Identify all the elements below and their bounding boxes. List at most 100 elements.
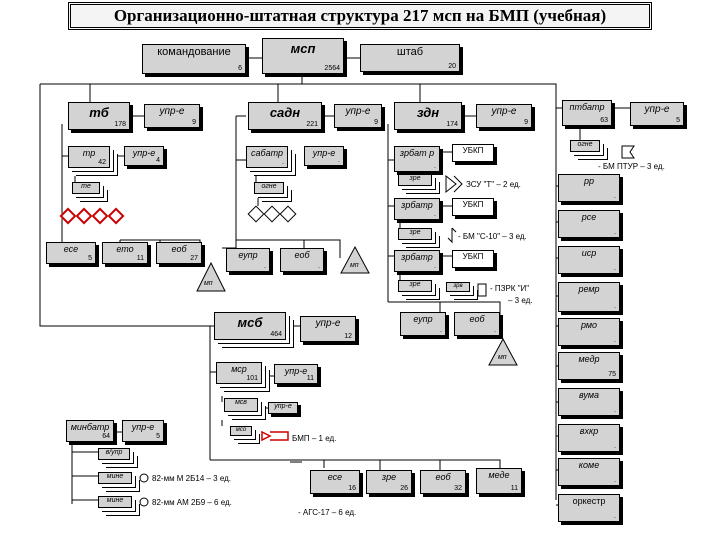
right-unit-remr[interactable]: ремр . [558, 282, 620, 312]
tb-upr-box[interactable]: упр-е 9 [144, 104, 200, 128]
zre-1-box[interactable]: зре [398, 174, 432, 186]
right-unit-rse[interactable]: рсе . [558, 210, 620, 238]
msb-eob-box[interactable]: еоб 32 [420, 470, 466, 494]
page-title: Организационно-штатная структура 217 мсп… [68, 2, 652, 30]
anti-tank-battery-box[interactable]: птбатр 63 [562, 100, 612, 126]
tank-platoon-box[interactable]: те [72, 182, 100, 194]
msr-upr-box[interactable]: упр-е 11 [274, 364, 318, 384]
tr-upr-label: упр-е [132, 148, 156, 158]
medr-label: медр [578, 354, 600, 364]
msb-zre-box[interactable]: зре 26 [366, 470, 412, 494]
tb-eto-box[interactable]: ето 11 [102, 242, 148, 264]
regiment-box[interactable]: мсп 2564 [262, 38, 344, 74]
ptbatr-fire-platoon-box[interactable]: огне [570, 140, 600, 152]
right-unit-rmo[interactable]: рмо . [558, 318, 620, 346]
msr-count: 101 [246, 375, 258, 382]
artillery-battalion-box[interactable]: садн 221 [248, 102, 322, 130]
mortar-platoon-2-box[interactable]: мине [98, 496, 132, 508]
zre-2-box[interactable]: зре [398, 228, 432, 240]
right-unit-vhkr[interactable]: вхкр . [558, 424, 620, 452]
zrbatr-3-box[interactable]: зрбатр . [394, 250, 440, 272]
zrbatr-2-box[interactable]: зрбатр . [394, 198, 440, 220]
msb-mede-box[interactable]: меде 11 [476, 468, 522, 494]
mortar-battery-box[interactable]: минбатр 64 [66, 420, 114, 442]
rr-count: . [614, 193, 616, 200]
zrbatr-1-box[interactable]: зрбат р . [394, 146, 440, 172]
sabatr-box[interactable]: сабатр . [246, 146, 288, 168]
tb-count: 178 [114, 121, 126, 128]
sabatr-upr-box[interactable]: упр-е . [304, 146, 344, 166]
zre-3b-label: зрв [453, 283, 463, 289]
ubkp-3-box[interactable]: УБКП [452, 250, 494, 268]
sabatr-upr-count: . [338, 157, 340, 164]
right-unit-orchestra[interactable]: оркестр . [558, 494, 620, 522]
mortar-control-platoon-box[interactable]: в/упр [98, 448, 130, 460]
ptbatr-upr-box[interactable]: упр-е 5 [630, 102, 684, 126]
rmo-count: . [614, 337, 616, 344]
right-unit-vuma[interactable]: вума . [558, 388, 620, 416]
zdn-upr-count: 9 [524, 119, 528, 126]
sadn-medical-point-triangle[interactable] [340, 246, 370, 274]
zre-3-box[interactable]: зре [398, 280, 432, 292]
zrbatr-2-count: . [434, 211, 436, 218]
ubkp-1-box[interactable]: УБКП [452, 144, 494, 162]
s10-note: - БМ "С-10" – 3 ед. [458, 232, 527, 241]
mortar-1-note: 82-мм М 2Б14 – 3 ед. [152, 474, 231, 483]
sadn-upr-count: 9 [374, 119, 378, 126]
command-label: командование [157, 46, 231, 58]
ptbatr-upr-count: 5 [676, 117, 680, 124]
msb-ese-count: 16 [348, 485, 356, 492]
right-unit-kome[interactable]: коме . [558, 458, 620, 486]
sadn-eupr-box[interactable]: еупр . [226, 248, 270, 272]
msb-ese-box[interactable]: есе 16 [310, 470, 360, 494]
msb-upr-box[interactable]: упр-е 12 [300, 316, 356, 342]
remr-count: . [614, 303, 616, 310]
pzrk-note-1: - ПЗРК "И" [490, 284, 530, 293]
msb-count: 464 [270, 331, 282, 338]
zdn-upr-box[interactable]: упр-е 9 [476, 104, 532, 128]
zdn-mp-label: мп [498, 354, 507, 361]
mortar-platoon-1-box[interactable]: мине [98, 472, 132, 484]
msb-ese-label: есе [327, 472, 343, 482]
sadn-upr-box[interactable]: упр-е 9 [334, 104, 382, 128]
fire-platoon-box[interactable]: огне [254, 182, 284, 194]
tank-company-box[interactable]: тр 42 [68, 146, 110, 168]
right-unit-isr[interactable]: иср . [558, 246, 620, 274]
zre-3-label: зре [409, 281, 421, 288]
tb-eob-label: еоб [171, 244, 187, 254]
zrbatr-1-count: . [434, 163, 436, 170]
tr-upr-box[interactable]: упр-е 4 [124, 146, 164, 166]
right-unit-rr[interactable]: рр . [558, 174, 620, 202]
sadn-eob-label: еоб [294, 250, 310, 260]
motor-rifle-platoon-box[interactable]: мсв [224, 398, 258, 412]
tb-eob-box[interactable]: еоб 27 [156, 242, 202, 264]
zre-3b-box[interactable]: зрв [446, 282, 470, 292]
msb-label: мсб [237, 315, 263, 330]
medr-count: 75 [608, 371, 616, 378]
right-unit-medr[interactable]: медр 75 [558, 352, 620, 380]
tank-battalion-box[interactable]: тб 178 [68, 102, 130, 130]
mse-upr-box[interactable]: упр-е [268, 402, 298, 414]
minbatr-count: 64 [102, 433, 110, 440]
motor-rifle-squad-box[interactable]: мсо [230, 426, 252, 436]
mine-1-label: мине [106, 473, 124, 480]
zdn-medical-point-triangle[interactable] [488, 338, 518, 366]
kome-label: коме [578, 460, 600, 470]
ubkp-1-label: УБКП [462, 146, 484, 155]
tb-ese-box[interactable]: есе 5 [46, 242, 96, 264]
sadn-eob-box[interactable]: еоб . [280, 248, 324, 272]
tb-eob-count: 27 [190, 255, 198, 262]
mortar-2-note: 82-мм АМ 2Б9 – 6 ед. [152, 498, 232, 507]
staff-box[interactable]: штаб 20 [360, 44, 460, 72]
ubkp-2-box[interactable]: УБКП [452, 198, 494, 216]
command-box[interactable]: командование 6 [142, 44, 246, 74]
minbatr-upr-box[interactable]: упр-е 5 [122, 420, 164, 442]
mine-2-label: мине [106, 497, 124, 504]
motor-rifle-battalion-box[interactable]: мсб 464 [214, 312, 286, 340]
zdn-eupr-box[interactable]: еупр . [400, 312, 446, 336]
zdn-eob-box[interactable]: еоб . [454, 312, 500, 336]
air-defense-battalion-box[interactable]: здн 174 [394, 102, 462, 130]
ptbatr-upr-label: упр-е [644, 104, 670, 115]
motor-rifle-company-box[interactable]: мср 101 [216, 362, 262, 384]
tb-medical-point-triangle[interactable] [196, 262, 226, 292]
